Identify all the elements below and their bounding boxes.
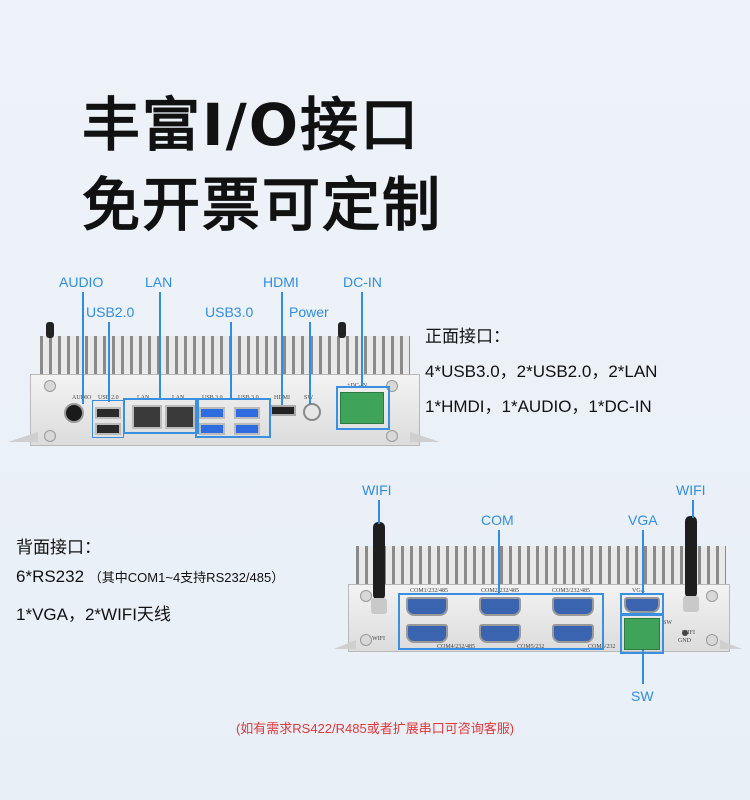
- label-dcin: DC-IN: [343, 274, 382, 290]
- sw-callout-line: [642, 650, 644, 684]
- usb2-highlight-box: [92, 400, 124, 438]
- panel-text-com2: COM2/232/485: [481, 588, 520, 594]
- panel-text-com6: COM6/232: [588, 644, 616, 650]
- front-antenna-stub-left: [46, 322, 54, 338]
- front-heatsink-fins: [40, 336, 410, 376]
- front-desc-title: 正面接口：: [425, 327, 510, 346]
- back-desc-line1-note: （其中COM1~4支持RS232/485）: [88, 570, 285, 585]
- usb3-port: [234, 407, 260, 419]
- dcin-highlight-box: [336, 386, 390, 430]
- lan-port: [132, 405, 162, 429]
- front-mount-ear-left: [8, 432, 38, 442]
- sw-terminal: [624, 618, 660, 650]
- dcin-callout-line: [361, 292, 363, 386]
- wifi-antenna-left: [373, 522, 385, 600]
- usb2-port: [95, 423, 121, 435]
- back-desc-line2: 1*VGA，2*WIFI天线: [16, 605, 171, 624]
- screw: [360, 634, 372, 646]
- panel-text-com1: COM1/232/485: [410, 588, 449, 594]
- vga-callout-line: [642, 530, 644, 594]
- usb3-port: [199, 423, 225, 435]
- lan-callout-line: [159, 292, 161, 398]
- com4-port: [406, 624, 448, 643]
- com-callout-line: [498, 530, 500, 594]
- com3-port: [552, 597, 594, 616]
- power-callout-line: [309, 322, 311, 404]
- panel-text-wifi2: WIFI: [682, 630, 695, 636]
- dcin-terminal: [340, 392, 384, 424]
- audio-jack: [64, 403, 84, 423]
- wifi-left-callout-line: [378, 500, 380, 524]
- usb3-highlight-box: [195, 398, 271, 438]
- com1-port: [406, 597, 448, 616]
- panel-text-com3: COM3/232/485: [552, 588, 591, 594]
- back-desc-line1-main: 6*RS232: [16, 567, 85, 586]
- wifi-connector-right: [683, 596, 699, 612]
- lan-highlight-box: [123, 398, 199, 434]
- label-com: COM: [481, 512, 514, 528]
- screw: [44, 430, 56, 442]
- usb3-port: [199, 407, 225, 419]
- label-sw: SW: [631, 688, 654, 704]
- vga-highlight-box: [620, 593, 664, 615]
- footer-note: (如有需求RS422/R485或者扩展串口可咨询客服): [235, 721, 515, 736]
- usb2-port: [95, 407, 121, 419]
- back-mount-ear-left: [334, 640, 356, 649]
- com-highlight-box: [398, 593, 604, 650]
- usb2-callout-line: [108, 322, 110, 402]
- label-wifi-right: WIFI: [676, 482, 706, 498]
- front-desc-line2: 1*HMDI，1*AUDIO，1*DC-IN: [425, 397, 652, 416]
- headline-line2: 免开票可定制: [82, 171, 443, 239]
- label-vga: VGA: [628, 512, 658, 528]
- com5-port: [479, 624, 521, 643]
- back-heatsink-fins: [356, 546, 726, 586]
- panel-text-com5: COM5/232: [517, 644, 545, 650]
- usb3-port: [234, 423, 260, 435]
- gnd-point: [682, 630, 688, 636]
- back-mount-ear-right: [720, 640, 742, 649]
- label-wifi-left: WIFI: [362, 482, 392, 498]
- panel-text-audio: AUDIO: [72, 395, 91, 401]
- com2-port: [479, 597, 521, 616]
- screw: [44, 380, 56, 392]
- power-button: [303, 403, 321, 421]
- label-usb3: USB3.0: [205, 304, 254, 320]
- wifi-right-callout-line: [692, 500, 694, 518]
- front-mount-ear-right: [410, 432, 440, 442]
- screw: [706, 634, 718, 646]
- panel-text-vga: VGA: [632, 588, 645, 594]
- screw: [706, 590, 718, 602]
- panel-text-sw: SW: [304, 395, 313, 401]
- panel-text-com4: COM4/232/485: [437, 644, 476, 650]
- back-desc-line1: 6*RS232 （其中COM1~4支持RS232/485）: [16, 567, 284, 587]
- label-usb2: USB2.0: [86, 304, 135, 320]
- hdmi-callout-line: [281, 292, 283, 405]
- headline-line1: 丰富I/O接口: [82, 91, 421, 159]
- com6-port: [552, 624, 594, 643]
- vga-port: [624, 597, 660, 613]
- screw: [360, 590, 372, 602]
- wifi-antenna-right: [685, 516, 697, 598]
- audio-callout-line: [82, 292, 84, 404]
- hdmi-port: [270, 405, 296, 416]
- back-desc-title: 背面接口：: [16, 538, 101, 557]
- front-desc-line1: 4*USB3.0，2*USB2.0，2*LAN: [425, 362, 658, 381]
- front-antenna-stub-right: [338, 322, 346, 338]
- label-power: Power: [289, 304, 329, 320]
- screw: [386, 430, 398, 442]
- label-audio: AUDIO: [59, 274, 104, 290]
- label-hdmi: HDMI: [263, 274, 299, 290]
- panel-text-wifi1: WIFI: [372, 636, 385, 642]
- usb3-callout-line: [230, 322, 232, 398]
- wifi-connector-left: [371, 598, 387, 614]
- sw-highlight-box: [620, 614, 664, 654]
- label-lan: LAN: [145, 274, 173, 290]
- lan-port: [165, 405, 195, 429]
- panel-text-gnd: GND: [678, 638, 691, 644]
- panel-text-sw: SW: [663, 620, 672, 626]
